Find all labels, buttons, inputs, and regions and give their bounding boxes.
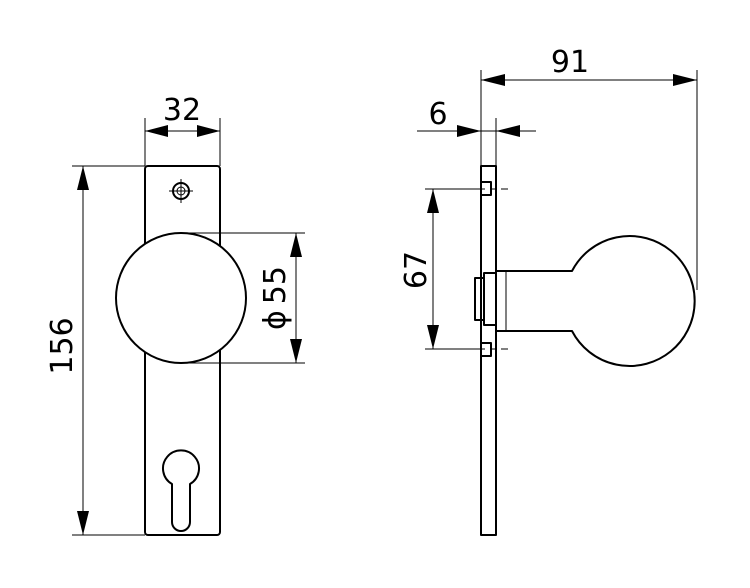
dim-plate-thickness: 6 <box>417 97 536 166</box>
front-view <box>115 165 247 536</box>
svg-text:ϕ55: ϕ 55 <box>258 266 293 330</box>
side-view <box>474 165 696 536</box>
rose-side <box>483 272 497 326</box>
cylinder-keyhole <box>162 449 200 532</box>
dim-total-depth: 91 <box>480 45 698 290</box>
dim-label-6: 6 <box>428 97 447 132</box>
dim-plate-height: 156 <box>45 165 145 536</box>
dim-plate-width: 32 <box>144 93 221 166</box>
dim-label-156: 156 <box>45 317 80 374</box>
dim-label-91: 91 <box>551 45 589 80</box>
dim-screw-spacing: 67 <box>399 188 508 350</box>
dim-label-55: 55 <box>258 266 293 304</box>
plate-side <box>480 165 497 536</box>
dim-knob-diameter: ϕ 55 <box>181 232 305 364</box>
dim-label-32: 32 <box>163 93 201 128</box>
diameter-symbol: ϕ <box>258 310 293 330</box>
rose-ring-side <box>474 277 485 321</box>
knob-side <box>495 235 696 367</box>
knob-front <box>115 232 247 364</box>
dim-label-67: 67 <box>399 251 434 289</box>
screw-hole-icon <box>169 179 193 203</box>
